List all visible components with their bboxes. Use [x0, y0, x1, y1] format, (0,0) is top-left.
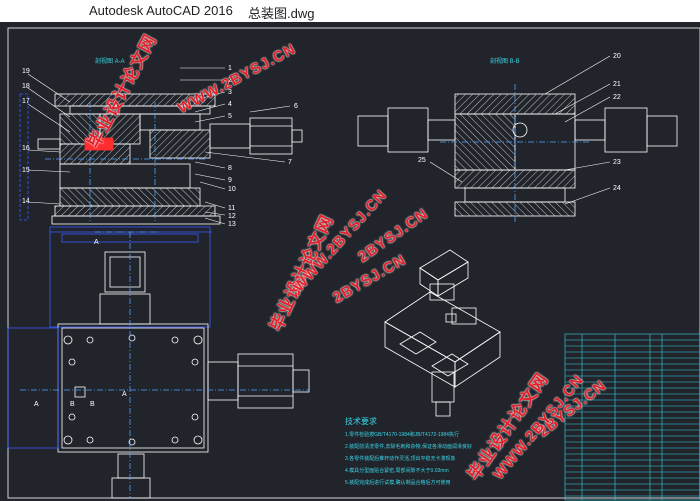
tech-line: 4.模具分型面贴合紧密,局部间隙不大于0.03mm [345, 467, 449, 474]
tech-line: 5.装配完成后进行试模,确认制品合格后方可使用 [345, 479, 451, 486]
plan-view [7, 226, 310, 499]
part-number: 1 [228, 65, 232, 72]
part-number: 14 [22, 198, 30, 205]
part-number: 8 [228, 165, 232, 172]
part-number: 9 [228, 177, 232, 184]
part-number: 22 [613, 94, 621, 101]
part-number: 2 [228, 77, 232, 84]
part-number: 21 [613, 81, 621, 88]
technical-notes: 技术要求 1.零件检验按GB/T4170-1984和JB/T4172-1984执… [345, 416, 472, 486]
drawing-canvas[interactable]: 技术要求 1.零件检验按GB/T4170-1984和JB/T4172-1984执… [0, 22, 700, 501]
view-title-bb: 剖视图 B-B [490, 57, 520, 65]
section-mark: B [70, 401, 75, 408]
section-view-aa [19, 93, 303, 225]
part-number: 7 [288, 159, 292, 166]
section-mark: A [94, 239, 99, 246]
file-title: 总装图.dwg [248, 6, 315, 21]
part-number: 6 [294, 103, 298, 110]
part-number: 12 [228, 213, 236, 220]
drawing-border [7, 27, 700, 499]
tech-line: 3.各零件装配后推杆动作灵活,顶出平稳无卡滞现象 [345, 455, 456, 462]
cad-drawing[interactable]: 技术要求 1.零件检验按GB/T4170-1984和JB/T4172-1984执… [0, 22, 700, 501]
section-mark: B [90, 401, 95, 408]
title-bar: Autodesk AutoCAD 2016 总装图.dwg [0, 0, 700, 23]
part-number: 24 [613, 185, 621, 192]
view-title-aa: 剖视图 A-A [95, 57, 125, 65]
part-number: 25 [418, 157, 426, 164]
part-number: 13 [228, 221, 236, 228]
app-title: Autodesk AutoCAD 2016 [89, 3, 233, 18]
part-number: 17 [22, 98, 30, 105]
part-number: 4 [228, 101, 232, 108]
leaders-bb [429, 55, 611, 205]
parts-table [564, 333, 700, 501]
isometric-view [384, 249, 501, 417]
part-number: 3 [228, 89, 232, 96]
part-number: 23 [613, 159, 621, 166]
part-number: 20 [613, 53, 621, 60]
highlight-part [84, 137, 114, 151]
section-mark: A [122, 391, 127, 398]
part-number: 15 [22, 167, 30, 174]
tech-line: 1.零件检验按GB/T4170-1984和JB/T4172-1984执行 [345, 431, 459, 438]
part-number: 18 [22, 83, 30, 90]
part-number: 19 [22, 68, 30, 75]
leaders-aa [27, 67, 291, 225]
part-number: 10 [228, 186, 236, 193]
tech-line: 2.装配前清洗零件,去除毛刺和杂物,保证各滑动面润滑良好 [345, 443, 472, 450]
section-view-bb [357, 84, 678, 222]
part-number: 11 [228, 205, 235, 212]
tech-heading: 技术要求 [345, 416, 377, 426]
section-mark: A [34, 401, 39, 408]
part-number: 16 [22, 145, 30, 152]
part-number: 5 [228, 113, 232, 120]
